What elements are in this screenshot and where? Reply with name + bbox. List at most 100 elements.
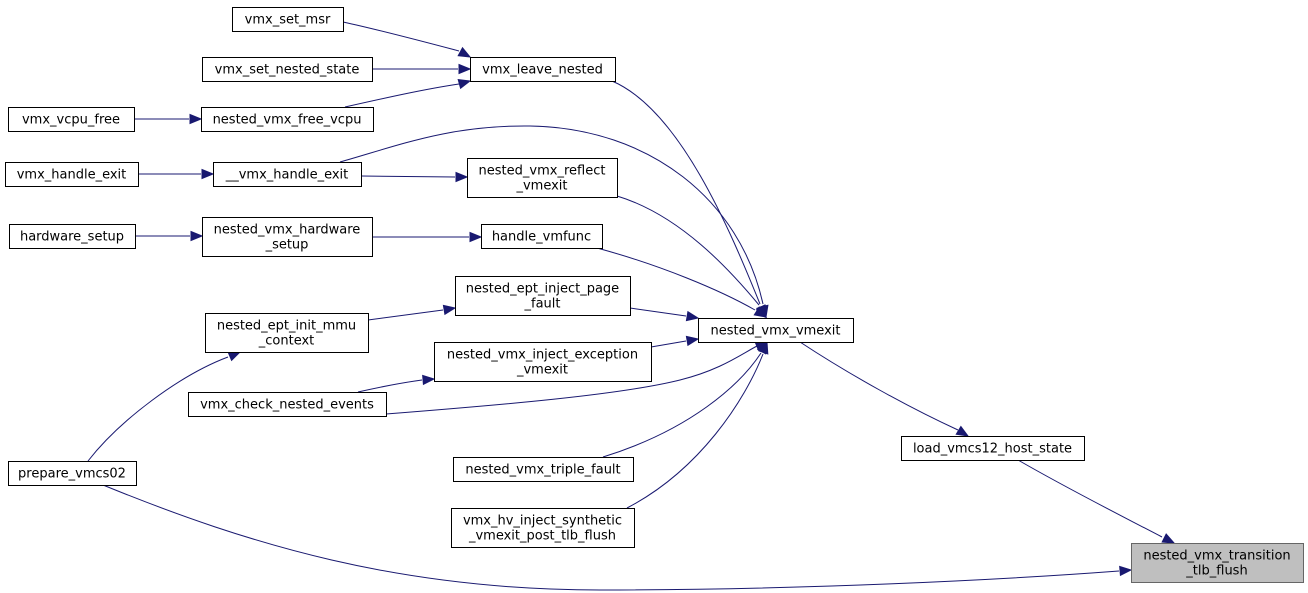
node-vmx_hv_inject_synthetic_vmexit_post_tlb_flush[interactable]: vmx_hv_inject_synthetic_vmexit_post_tlb_… bbox=[451, 508, 635, 548]
node-nested_ept_inject_page_fault[interactable]: nested_ept_inject_page_fault bbox=[455, 276, 631, 316]
node-nested_vmx_transition_tlb_flush[interactable]: nested_vmx_transition_tlb_flush bbox=[1131, 543, 1304, 583]
node-box bbox=[434, 342, 652, 382]
arrowhead bbox=[955, 425, 970, 437]
edge-load_vmcs12_host_state-to-nested_vmx_transition_tlb_flush bbox=[1017, 459, 1176, 544]
edge-vmx_handle_exit-to-__vmx_handle_exit bbox=[138, 168, 215, 180]
node-label: nested_vmx_vmexit bbox=[711, 324, 841, 339]
node-box bbox=[451, 508, 635, 548]
node-nested_ept_init_mmu_context[interactable]: nested_ept_init_mmu_context bbox=[205, 313, 369, 353]
node-label: nested_vmx_hardware bbox=[214, 223, 361, 238]
edge-vmx_set_nested_state-to-vmx_leave_nested bbox=[372, 63, 472, 75]
node-nested_vmx_triple_fault[interactable]: nested_vmx_triple_fault bbox=[453, 457, 634, 482]
node-box bbox=[201, 107, 374, 132]
node-vmx_set_nested_state[interactable]: vmx_set_nested_state bbox=[202, 57, 373, 82]
node-box bbox=[5, 162, 139, 187]
node-nested_vmx_inject_exception_vmexit[interactable]: nested_vmx_inject_exception_vmexit bbox=[434, 342, 652, 382]
node-box bbox=[470, 57, 616, 82]
node-label: nested_vmx_triple_fault bbox=[465, 463, 620, 478]
node-box bbox=[202, 57, 373, 82]
arrowhead bbox=[189, 113, 203, 125]
arrowhead bbox=[458, 63, 472, 75]
node-label: vmx_check_nested_events bbox=[200, 398, 374, 413]
node-box bbox=[901, 436, 1085, 461]
node-box bbox=[188, 392, 387, 417]
edge-nested_vmx_inject_exception_vmexit-to-nested_vmx_vmexit bbox=[650, 335, 700, 348]
node-label: vmx_hv_inject_synthetic bbox=[463, 514, 622, 529]
arrowhead bbox=[758, 340, 769, 355]
arrowhead bbox=[753, 306, 768, 318]
node-__vmx_handle_exit[interactable]: __vmx_handle_exit bbox=[213, 162, 362, 187]
arrowhead bbox=[469, 231, 483, 243]
edge-prepare_vmcs02-to-nested_vmx_transition_tlb_flush bbox=[102, 484, 1133, 591]
node-box bbox=[232, 7, 344, 32]
node-label: vmx_handle_exit bbox=[17, 168, 127, 183]
node-label: _tlb_flush bbox=[1185, 564, 1247, 579]
node-vmx_leave_nested[interactable]: vmx_leave_nested bbox=[470, 57, 616, 82]
node-label: _vmexit bbox=[515, 179, 567, 194]
node-box bbox=[202, 217, 373, 257]
edge-handle_vmfunc-to-nested_vmx_vmexit bbox=[596, 247, 768, 318]
node-label: vmx_leave_nested bbox=[482, 63, 603, 78]
edge-nested_vmx_vmexit-to-load_vmcs12_host_state bbox=[799, 341, 970, 437]
node-box bbox=[481, 224, 603, 249]
node-label: _context bbox=[258, 334, 315, 349]
edge-nested_vmx_hardware_setup-to-handle_vmfunc bbox=[372, 231, 483, 243]
node-box bbox=[455, 276, 631, 316]
node-label: nested_vmx_free_vcpu bbox=[213, 113, 362, 128]
node-nested_vmx_reflect_vmexit[interactable]: nested_vmx_reflect_vmexit bbox=[467, 158, 618, 198]
nodes: vmx_set_msr vmx_set_nested_state vmx_vcpu_… bbox=[5, 7, 1304, 583]
node-label: nested_vmx_inject_exception bbox=[447, 348, 638, 363]
arrowhead bbox=[422, 374, 436, 386]
arrowhead bbox=[685, 335, 700, 347]
node-label: __vmx_handle_exit bbox=[225, 168, 349, 183]
node-box bbox=[467, 158, 618, 198]
edge-hardware_setup-to-nested_vmx_hardware_setup bbox=[135, 230, 204, 242]
arrowhead bbox=[685, 310, 700, 322]
node-label: load_vmcs12_host_state bbox=[913, 442, 1072, 457]
node-label: nested_vmx_transition bbox=[1143, 549, 1290, 564]
edge-prepare_vmcs02-to-nested_ept_init_mmu_context bbox=[87, 351, 242, 462]
node-label: prepare_vmcs02 bbox=[18, 467, 126, 482]
node-box bbox=[1131, 543, 1304, 583]
node-nested_vmx_vmexit[interactable]: nested_vmx_vmexit bbox=[698, 318, 854, 343]
node-vmx_vcpu_free[interactable]: vmx_vcpu_free bbox=[8, 107, 135, 132]
node-label: hardware_setup bbox=[20, 230, 124, 245]
arrowhead bbox=[457, 46, 472, 58]
node-label: nested_vmx_reflect bbox=[479, 164, 606, 179]
arrowhead bbox=[1161, 533, 1176, 544]
edge-vmx_leave_nested-to-nested_vmx_vmexit bbox=[611, 80, 766, 319]
node-box bbox=[8, 461, 137, 486]
node-hardware_setup[interactable]: hardware_setup bbox=[9, 224, 136, 249]
node-label: nested_ept_init_mmu bbox=[217, 319, 356, 334]
node-label: _vmexit bbox=[516, 363, 568, 378]
edge-vmx_check_nested_events-to-nested_vmx_inject_exception_vmexit bbox=[357, 374, 436, 393]
edge-nested_vmx_free_vcpu-to-vmx_leave_nested bbox=[344, 78, 472, 108]
edge-vmx_set_msr-to-vmx_leave_nested bbox=[342, 21, 472, 58]
arrowhead bbox=[201, 168, 215, 180]
edges bbox=[87, 21, 1176, 591]
node-prepare_vmcs02[interactable]: prepare_vmcs02 bbox=[8, 461, 137, 486]
node-label: _setup bbox=[265, 238, 309, 253]
edge-nested_ept_init_mmu_context-to-nested_ept_inject_page_fault bbox=[367, 304, 457, 321]
node-label: vmx_set_msr bbox=[245, 13, 331, 28]
edge-vmx_hv_inject_synthetic_vmexit_post_tlb_flush-to-nested_vmx_vmexit bbox=[626, 340, 769, 509]
node-box bbox=[698, 318, 854, 343]
node-vmx_handle_exit[interactable]: vmx_handle_exit bbox=[5, 162, 139, 187]
node-vmx_set_msr[interactable]: vmx_set_msr bbox=[232, 7, 344, 32]
node-box bbox=[453, 457, 634, 482]
node-handle_vmfunc[interactable]: handle_vmfunc bbox=[481, 224, 603, 249]
node-nested_vmx_free_vcpu[interactable]: nested_vmx_free_vcpu bbox=[201, 107, 374, 132]
node-vmx_check_nested_events[interactable]: vmx_check_nested_events bbox=[188, 392, 387, 417]
node-box bbox=[8, 107, 135, 132]
arrowhead bbox=[457, 78, 472, 90]
node-label: _vmexit_post_tlb_flush bbox=[468, 529, 616, 544]
node-load_vmcs12_host_state[interactable]: load_vmcs12_host_state bbox=[901, 436, 1085, 461]
node-nested_vmx_hardware_setup[interactable]: nested_vmx_hardware_setup bbox=[202, 217, 373, 257]
node-box bbox=[213, 162, 362, 187]
arrowhead bbox=[190, 230, 204, 242]
edge-vmx_vcpu_free-to-nested_vmx_free_vcpu bbox=[134, 113, 203, 125]
node-label: _fault bbox=[524, 297, 561, 312]
node-label: handle_vmfunc bbox=[492, 230, 591, 245]
arrowhead bbox=[442, 304, 457, 316]
